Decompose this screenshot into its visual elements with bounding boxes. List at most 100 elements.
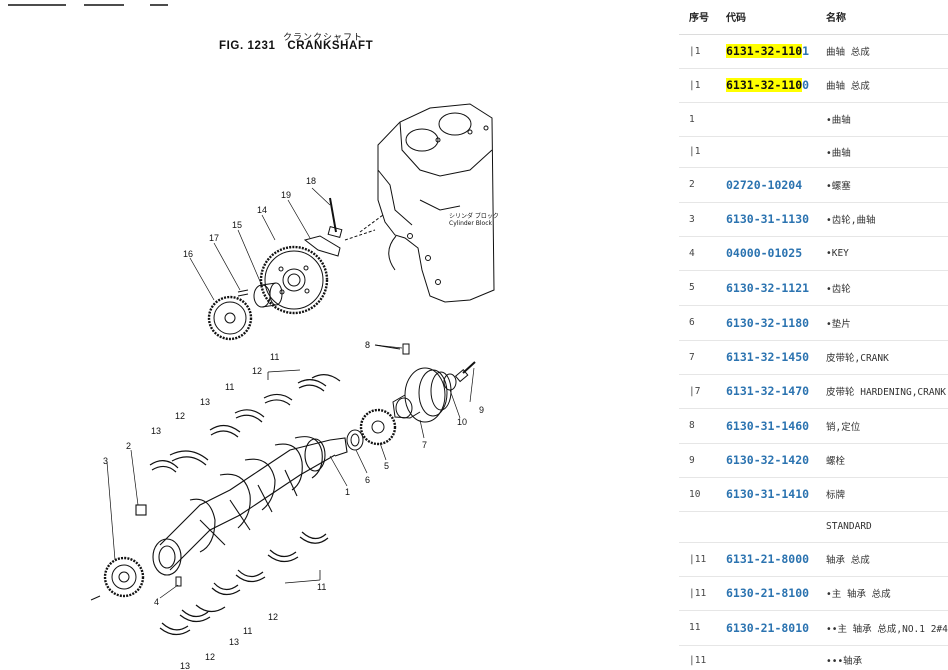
part-code-link[interactable]: 6130-31-1130 xyxy=(726,212,810,226)
part-code-link[interactable]: 6130-32-1420 xyxy=(726,453,810,467)
callout-12-bottom: 12 xyxy=(268,612,278,622)
washer-6-drawing xyxy=(346,429,364,451)
cell-part-code[interactable]: 6131-32-1101 xyxy=(716,34,816,69)
figure-number: FIG. 1231 xyxy=(219,40,276,52)
part-code-link[interactable]: 6130-31-1410 xyxy=(726,487,810,501)
exploded-parts-diagram: クランクシャフト FIG. 1231 CRANKSHAFT シリンダ ブロック … xyxy=(8,4,499,670)
cell-part-code[interactable]: 6130-32-1180 xyxy=(716,305,816,341)
callout-19: 19 xyxy=(281,190,291,200)
part-code-link[interactable]: 6131-32-1450 xyxy=(726,350,810,364)
header-code: 代码 xyxy=(716,0,816,35)
callout-11-lower: 11 xyxy=(243,626,252,636)
cell-part-code[interactable] xyxy=(716,102,816,137)
part-code-link[interactable]: 6130-32-1180 xyxy=(726,315,810,330)
callout-11-top: 11 xyxy=(270,352,279,362)
cell-seq: 4 xyxy=(679,236,716,271)
cell-part-name: 螺栓 xyxy=(816,443,948,478)
table-row[interactable]: 10 6130-31-1410 标牌 xyxy=(679,477,948,512)
cell-part-name: 销,定位 xyxy=(816,408,948,444)
cell-part-name: 标牌 xyxy=(816,477,948,512)
part-code-link[interactable]: 6130-31-1460 xyxy=(726,418,810,433)
table-row[interactable]: 8 6130-31-1460 销,定位 xyxy=(679,408,948,444)
table-row[interactable]: 2 02720-10204 •螺塞 xyxy=(679,167,948,203)
cell-seq: |1 xyxy=(679,34,716,69)
table-row[interactable]: |1•曲轴 xyxy=(679,136,948,168)
callout-5: 5 xyxy=(384,461,389,471)
table-row[interactable]: STANDARD xyxy=(679,511,948,543)
callout-4: 4 xyxy=(154,597,159,607)
cell-part-name: STANDARD xyxy=(816,511,948,543)
cell-part-code[interactable]: 6130-32-1121 xyxy=(716,270,816,306)
crankshaft-drawing: 18 19 14 15 17 16 8 11 12 11 13 12 13 2 … xyxy=(8,4,495,670)
key-4-drawing xyxy=(175,576,182,587)
callout-13-lower: 13 xyxy=(180,661,190,670)
cell-part-code[interactable]: 6131-32-1450 xyxy=(716,340,816,375)
part-code-link[interactable]: 6131-21-8000 xyxy=(726,552,810,566)
part-code-link[interactable]: 6130-21-8010 xyxy=(726,620,810,635)
callout-18: 18 xyxy=(306,176,316,186)
cell-part-code[interactable]: 6130-31-1460 xyxy=(716,408,816,444)
cell-part-name: 皮带轮,CRANK xyxy=(816,340,948,375)
figure-title: FIG. 1231 CRANKSHAFT xyxy=(219,40,373,52)
cell-part-code[interactable] xyxy=(716,136,816,168)
table-row[interactable]: 9 6130-32-1420 螺栓 xyxy=(679,443,948,478)
gear-3-drawing xyxy=(103,556,145,598)
cell-seq: 5 xyxy=(679,270,716,306)
pin-8-drawing xyxy=(402,343,410,355)
cell-part-code[interactable]: 6130-32-1420 xyxy=(716,443,816,478)
bolt-18-drawing xyxy=(327,197,343,239)
callout-16: 16 xyxy=(183,249,193,259)
part-code-link[interactable]: 6130-32-1121 xyxy=(726,280,810,295)
cell-seq: 2 xyxy=(679,167,716,203)
gear-16-drawing xyxy=(207,295,253,341)
cell-part-name: •螺塞 xyxy=(816,167,948,203)
cell-seq: 8 xyxy=(679,408,716,444)
cylinder-block-label: シリンダ ブロック Cylinder Block xyxy=(449,213,499,227)
callout-17: 17 xyxy=(209,233,219,243)
cell-part-code[interactable] xyxy=(716,645,816,670)
part-code-link[interactable]: 04000-01025 xyxy=(726,246,803,260)
table-row[interactable]: 1•曲轴 xyxy=(679,102,948,137)
callout-10: 10 xyxy=(457,417,467,427)
table-row[interactable]: |11•••轴承 xyxy=(679,645,948,670)
callout-13-top: 13 xyxy=(200,397,210,407)
part-code-link[interactable]: 6130-21-8100 xyxy=(726,586,810,600)
cell-part-code[interactable]: 02720-10204 xyxy=(716,167,816,203)
plug-2-drawing xyxy=(135,504,147,516)
cell-part-code[interactable]: 6131-32-1470 xyxy=(716,374,816,409)
cell-part-code[interactable]: 6131-21-8000 xyxy=(716,542,816,577)
part-code-link[interactable]: 0 xyxy=(802,78,810,92)
cell-part-code[interactable]: 6130-31-1130 xyxy=(716,202,816,237)
cell-part-code[interactable]: 6130-21-8100 xyxy=(716,576,816,611)
cell-seq: 9 xyxy=(679,443,716,478)
cell-part-code[interactable]: 6130-31-1410 xyxy=(716,477,816,512)
cell-part-name: •曲轴 xyxy=(816,102,948,137)
cell-seq: 3 xyxy=(679,202,716,237)
cell-part-name: ••主 轴承 总成,NO.1 2#4 xyxy=(816,610,948,646)
cell-part-code[interactable]: 6131-32-1100 xyxy=(716,68,816,103)
bolt-9-drawing xyxy=(454,361,476,383)
cell-part-code[interactable] xyxy=(716,511,816,543)
part-code-link[interactable]: 6131-32-1470 xyxy=(726,384,810,398)
cell-seq: 10 xyxy=(679,477,716,512)
part-code-link[interactable]: 1 xyxy=(802,44,810,58)
cell-part-name: 轴承 总成 xyxy=(816,542,948,577)
part-code-link[interactable]: 02720-10204 xyxy=(726,177,803,192)
cell-part-name: •垫片 xyxy=(816,305,948,341)
cell-part-code[interactable]: 6130-21-8010 xyxy=(716,610,816,646)
callout-14: 14 xyxy=(257,205,267,215)
callout-12-top: 12 xyxy=(252,366,262,376)
cell-part-code[interactable]: 04000-01025 xyxy=(716,236,816,271)
